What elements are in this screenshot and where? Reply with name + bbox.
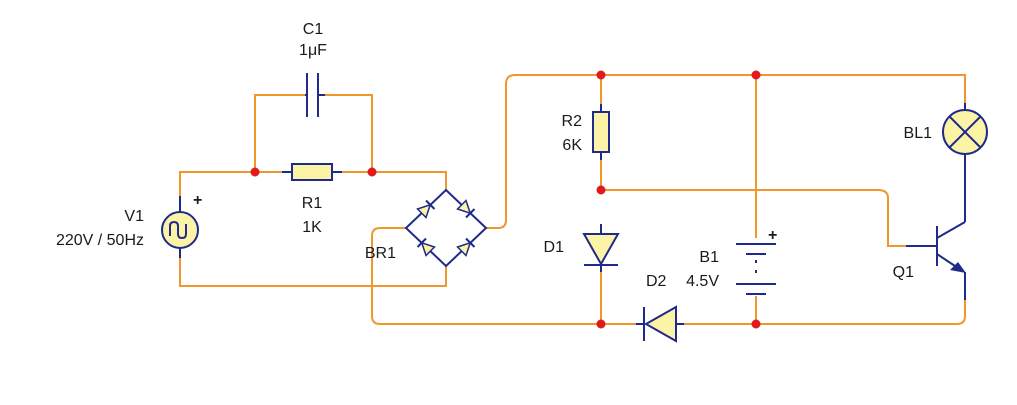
wire-bridge-plus bbox=[486, 74, 966, 229]
diode-d2 bbox=[636, 305, 684, 343]
wire-b1-bottom bbox=[676, 300, 966, 325]
resistor-r2 bbox=[592, 104, 610, 160]
junction-dot bbox=[250, 167, 260, 177]
r1-label: R1 bbox=[302, 195, 323, 212]
battery-b1: + bbox=[736, 227, 777, 295]
d2-label: D2 bbox=[646, 273, 667, 290]
capacitor-c1 bbox=[305, 73, 325, 117]
wire-bridge-minus bbox=[371, 227, 640, 325]
v1-value: 220V / 50Hz bbox=[56, 232, 144, 249]
junction-dot bbox=[751, 70, 761, 80]
labels: C1 1μF R1 1K V1 220V / 50Hz BR1 R2 6K D1… bbox=[56, 21, 932, 290]
r2-label: R2 bbox=[562, 113, 583, 130]
br1-label: BR1 bbox=[365, 245, 396, 262]
ac-source-v1: + bbox=[161, 192, 202, 258]
transistor-q1 bbox=[906, 221, 966, 300]
diode-d1 bbox=[582, 224, 620, 272]
r2-value: 6K bbox=[562, 137, 582, 154]
r1-value: 1K bbox=[302, 219, 322, 236]
lamp-bl1 bbox=[942, 103, 988, 222]
q1-label: Q1 bbox=[893, 264, 914, 281]
junction-dot bbox=[367, 167, 377, 177]
d1-label: D1 bbox=[544, 239, 565, 256]
b1-label: B1 bbox=[699, 249, 719, 266]
c1-value: 1μF bbox=[299, 42, 327, 59]
resistor-r1 bbox=[282, 163, 342, 181]
wire-q1-base bbox=[601, 189, 906, 247]
bl1-label: BL1 bbox=[904, 125, 933, 142]
junction-dot bbox=[596, 185, 606, 195]
junction-dot bbox=[596, 70, 606, 80]
bridge-rectifier-br1 bbox=[404, 188, 488, 268]
wire-v1-bottom bbox=[179, 258, 447, 287]
wire-c1-loop bbox=[254, 94, 373, 172]
v1-polarity: + bbox=[193, 192, 202, 209]
junction-dot bbox=[596, 319, 606, 329]
wires bbox=[179, 74, 966, 325]
b1-polarity: + bbox=[768, 227, 777, 244]
c1-label: C1 bbox=[303, 21, 324, 38]
junction-dot bbox=[751, 319, 761, 329]
v1-label: V1 bbox=[124, 208, 144, 225]
b1-value: 4.5V bbox=[686, 273, 719, 290]
junctions bbox=[250, 70, 761, 329]
